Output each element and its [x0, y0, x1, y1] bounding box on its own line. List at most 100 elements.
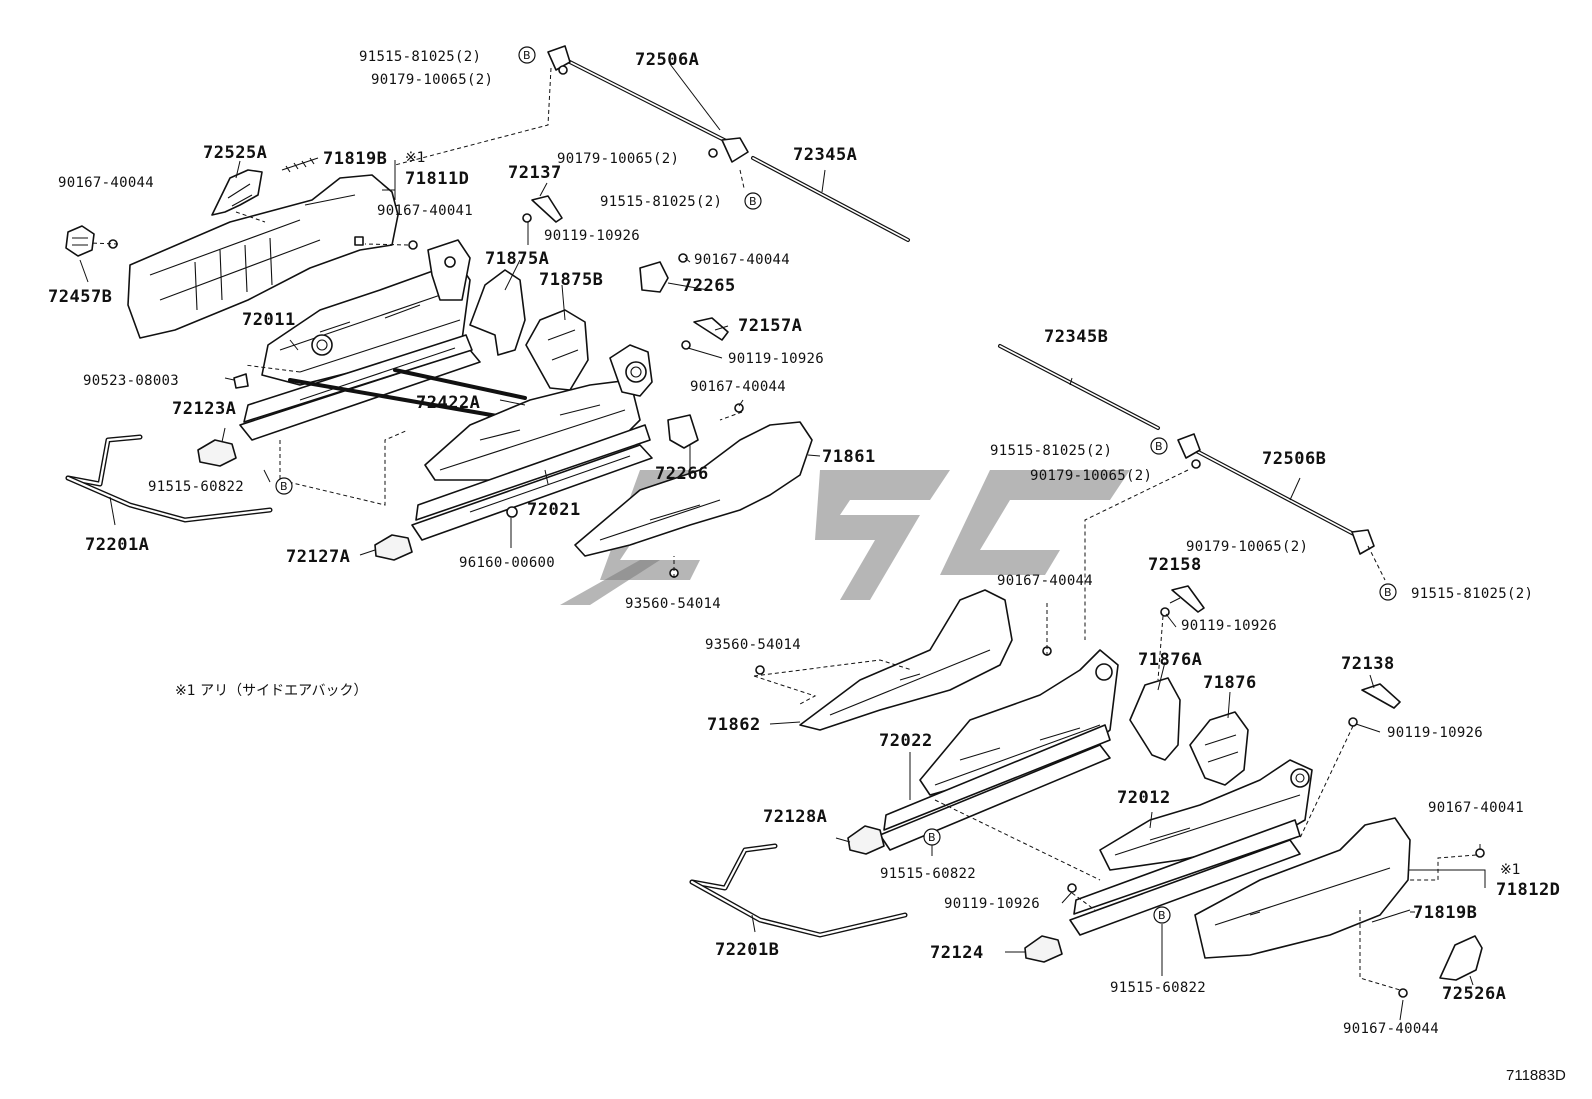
cover-71876	[1189, 711, 1249, 786]
wire-72201B	[689, 843, 908, 938]
track-72012	[1099, 759, 1313, 871]
label-72422A: 72422A	[416, 393, 480, 413]
label-71875B: 71875B	[539, 270, 603, 290]
cap-72124	[1024, 935, 1063, 963]
label-72526A: 72526A	[1442, 984, 1506, 1004]
frame-72011	[261, 239, 471, 386]
rail-72021-lower	[411, 424, 653, 541]
lever-72137	[531, 195, 563, 223]
svg-text:B: B	[523, 49, 531, 62]
label-93560-54014-l: 93560-54014	[625, 596, 721, 612]
rail-72012-lower	[1069, 819, 1301, 936]
lever-72138	[1361, 683, 1401, 709]
label-90179-10065-tm: 90179-10065(2)	[557, 151, 679, 167]
rod-72345B	[998, 344, 1160, 430]
svg-text:B: B	[928, 831, 936, 844]
rail-72022-lower	[879, 724, 1111, 851]
label-90179-10065-tl: 90179-10065(2)	[371, 72, 493, 88]
label-72345B: 72345B	[1044, 327, 1108, 347]
svg-text:B: B	[749, 195, 757, 208]
rod-72422A	[288, 368, 527, 422]
label-72137: 72137	[508, 163, 562, 183]
label-72021: 72021	[527, 500, 581, 520]
label-91515-81025-r2: 91515-81025(2)	[1411, 586, 1533, 602]
label-71811D: 71811D	[405, 169, 469, 189]
label-90167-40044-m1: 90167-40044	[694, 252, 790, 268]
label-72128A: 72128A	[763, 807, 827, 827]
svg-text:B: B	[1384, 586, 1392, 599]
label-93560-54014-r: 93560-54014	[705, 637, 801, 653]
spring-71819B-left	[281, 157, 319, 173]
screws	[108, 213, 1485, 998]
label-72201B: 72201B	[715, 940, 779, 960]
label-91515-60822-m: 91515-60822	[880, 866, 976, 882]
cap-72128A	[847, 825, 885, 855]
label-90167-40041-l: 90167-40041	[377, 203, 473, 219]
label-72201A: 72201A	[85, 535, 149, 555]
label-71876A: 71876A	[1138, 650, 1202, 670]
label-90523-08003: 90523-08003	[83, 373, 179, 389]
leader-lines	[79, 63, 1486, 1021]
label-90119-10926-r2: 90119-10926	[1387, 725, 1483, 741]
lever-72157A	[693, 317, 729, 341]
cover-72525A	[211, 169, 263, 216]
cover-71861	[574, 421, 813, 557]
label-71862: 71862	[707, 715, 761, 735]
label-72345A: 72345A	[793, 145, 857, 165]
cap-72127A	[374, 534, 413, 561]
label-91515-60822-r: 91515-60822	[1110, 980, 1206, 996]
shield-71812D	[1194, 817, 1411, 959]
clip-96160-00600	[506, 506, 518, 518]
label-72022: 72022	[879, 731, 933, 751]
bracket-72265	[639, 261, 669, 293]
label-72124: 72124	[930, 943, 984, 963]
label-71876: 71876	[1203, 673, 1257, 693]
label-72123A: 72123A	[172, 399, 236, 419]
label-72138: 72138	[1341, 654, 1395, 674]
label-72157A: 72157A	[738, 316, 802, 336]
label-72012: 72012	[1117, 788, 1171, 808]
label-71861: 71861	[822, 447, 876, 467]
label-72506B: 72506B	[1262, 449, 1326, 469]
svg-text:B: B	[1155, 440, 1163, 453]
label-90119-10926-m: 90119-10926	[728, 351, 824, 367]
label-72457B: 72457B	[48, 287, 112, 307]
label-71875A: 71875A	[485, 249, 549, 269]
knob-72457B	[65, 225, 95, 257]
label-90119-10926-r3: 90119-10926	[944, 896, 1040, 912]
label-90167-40044-r2: 90167-40044	[1343, 1021, 1439, 1037]
label-72266: 72266	[655, 464, 709, 484]
spring-71819B-right	[1371, 909, 1411, 923]
clip-90523-08003	[233, 373, 249, 389]
rod-72506A	[547, 45, 749, 163]
track-72021	[424, 344, 653, 481]
label-90179-10065-r2: 90179-10065(2)	[1186, 539, 1308, 555]
label-91515-81025-r1: 91515-81025(2)	[990, 443, 1112, 459]
wire-72201A	[65, 434, 273, 523]
note-mark-left: ※1	[405, 150, 426, 166]
label-96160-00600: 96160-00600	[459, 555, 555, 571]
svg-text:B: B	[280, 480, 288, 493]
label-72525A: 72525A	[203, 143, 267, 163]
label-90167-40044-m2: 90167-40044	[690, 379, 786, 395]
label-90167-40044-l1: 90167-40044	[58, 175, 154, 191]
label-72265: 72265	[682, 276, 736, 296]
label-72127A: 72127A	[286, 547, 350, 567]
label-90179-10065-r1: 90179-10065(2)	[1030, 468, 1152, 484]
label-71812D: 71812D	[1496, 880, 1560, 900]
label-72011: 72011	[242, 310, 296, 330]
label-72506A: 72506A	[635, 50, 699, 70]
cover-71876A	[1129, 677, 1181, 761]
label-90167-40044-r1: 90167-40044	[997, 573, 1093, 589]
label-90119-10926-l1: 90119-10926	[544, 228, 640, 244]
label-72158: 72158	[1148, 555, 1202, 575]
label-91515-81025-tl: 91515-81025(2)	[359, 49, 481, 65]
cover-71862	[799, 589, 1013, 731]
label-71819B-right: 71819B	[1413, 903, 1477, 923]
cover-72526A	[1439, 935, 1483, 981]
note-side-airbag: ※1 アリ（サイドエアバック）	[175, 683, 368, 699]
svg-text:B: B	[1158, 909, 1166, 922]
bracket-72266	[667, 414, 699, 449]
rod-72345A	[751, 156, 910, 242]
